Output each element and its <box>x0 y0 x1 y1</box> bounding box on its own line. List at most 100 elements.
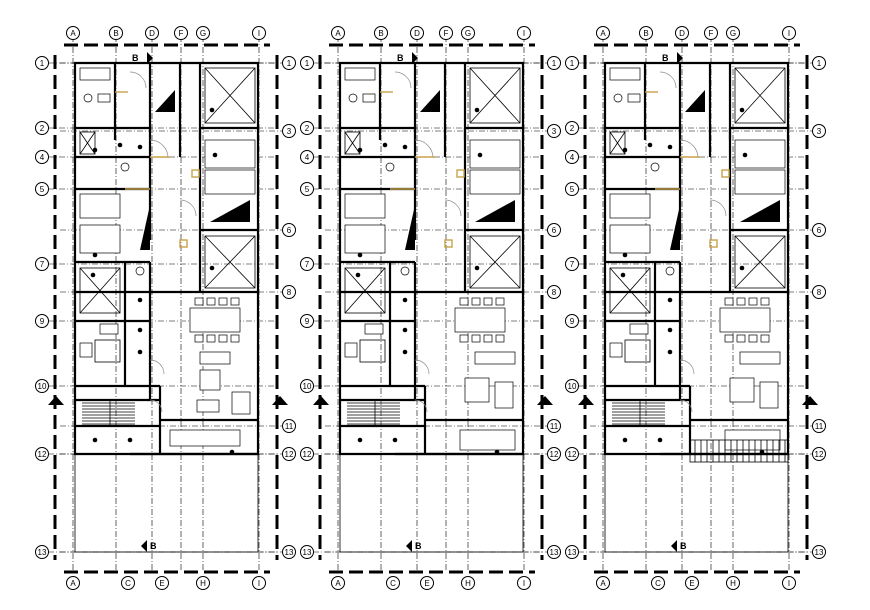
grid-bubble-left-circle <box>300 379 314 393</box>
kitchen-counter <box>94 339 121 363</box>
grid-bubble-top-circle <box>461 26 475 40</box>
grid-bubble-left-label: 10 <box>38 382 47 391</box>
grid-bubble-left: 13 <box>300 545 314 559</box>
grid-bubble-top: A <box>66 26 80 40</box>
grid-bubble-left-label: 1 <box>570 59 575 68</box>
grid-bubble-right-circle <box>282 124 296 138</box>
grid-bubble-left: 5 <box>300 182 314 196</box>
grid-bubble-right-label: 12 <box>550 450 559 459</box>
dining-chair <box>218 334 228 343</box>
grid-bubble-right: 1 <box>547 56 561 70</box>
shaft <box>79 267 121 314</box>
frame-horizontal <box>64 43 270 574</box>
grid-bubble-right: 12 <box>282 447 296 461</box>
fixture-dot <box>92 437 98 443</box>
door-swing <box>414 399 428 413</box>
grid-bubble-top: F <box>704 26 718 40</box>
grid-bubble-top: G <box>461 26 475 40</box>
bed-shadow <box>405 205 415 250</box>
grid-bubble-right-label: 11 <box>285 422 294 431</box>
grid-bubble-top: B <box>639 26 653 40</box>
grid-bubble-right: 11 <box>282 419 296 433</box>
grid-bubble-left: 10 <box>300 379 314 393</box>
balcony-railing <box>689 439 789 463</box>
fixture-dot <box>474 265 480 271</box>
grid-bubble-bottom-circle <box>651 576 665 590</box>
grid-bubble-left-circle <box>300 257 314 271</box>
section-mark-label: B <box>150 541 157 551</box>
dining-table <box>189 307 241 333</box>
section-arrow <box>147 52 153 64</box>
fixture-dot <box>647 142 653 148</box>
shaft-cross <box>344 267 386 314</box>
grid-bubble-left-circle <box>565 121 579 135</box>
grid-bubble-top-label: A <box>70 29 76 38</box>
grid-bubble-right-circle <box>812 124 826 138</box>
grid-bubble-top: A <box>331 26 345 40</box>
door-swing <box>149 399 163 413</box>
grid-bubble-left: 10 <box>565 379 579 393</box>
grid-bubble-right-label: 12 <box>285 450 294 459</box>
fixture-dot <box>209 107 215 113</box>
grid-bubble-right-circle <box>547 545 561 559</box>
toilet <box>665 266 675 276</box>
grid-bubble-right-circle <box>282 56 296 70</box>
section-arrow <box>406 540 412 552</box>
grid-bubble-top-circle <box>66 26 80 40</box>
dining-table <box>454 307 506 333</box>
grid-bubble-left-circle <box>300 182 314 196</box>
door-swing <box>414 139 434 159</box>
grid-bubble-left: 13 <box>35 545 49 559</box>
grid-bubble-left: 7 <box>565 257 579 271</box>
grid-bubble-bottom-label: E <box>689 579 694 588</box>
elevation-arrow-left <box>313 396 329 405</box>
toilet <box>613 93 623 103</box>
grid-bubble-right-label: 6 <box>817 226 822 235</box>
grid-bubble-right: 1 <box>812 56 826 70</box>
dining-chair <box>724 297 734 306</box>
grid-bubble-right-label: 6 <box>552 226 557 235</box>
shaft-cross <box>734 235 786 289</box>
grid-bubble-right-circle <box>547 56 561 70</box>
section-mark-label: B <box>415 541 422 551</box>
grid-bubble-left: 12 <box>35 447 49 461</box>
bed <box>344 193 386 219</box>
grid-bubble-left: 7 <box>35 257 49 271</box>
grid-bubble-left-label: 7 <box>305 260 310 269</box>
grid-bubble-right: 12 <box>812 447 826 461</box>
grid-bubble-left-label: 4 <box>40 153 45 162</box>
fixture-dot <box>392 437 398 443</box>
bed <box>609 193 651 219</box>
shaft-cross <box>469 235 521 289</box>
grid-bubble-left-label: 1 <box>40 59 45 68</box>
shaft <box>609 267 651 314</box>
grid-bubble-top: D <box>145 26 159 40</box>
section-marker-top: B <box>132 52 153 64</box>
grid-bubble-bottom-circle <box>420 576 434 590</box>
dining-chair <box>748 297 758 306</box>
fixture-dot <box>357 147 363 153</box>
grid-bubble-left-label: 13 <box>568 548 577 557</box>
grid-bubble-right-circle <box>282 419 296 433</box>
section-marker-top: B <box>662 52 683 64</box>
grid-bubble-bottom-label: A <box>335 579 341 588</box>
elevation-arrow-right <box>537 396 553 405</box>
grid-bubble-bottom: H <box>726 576 740 590</box>
toilet <box>120 162 130 172</box>
grid-bubble-right-circle <box>547 419 561 433</box>
grid-bubble-right-circle <box>812 545 826 559</box>
shaft-cross <box>79 131 96 155</box>
grid-bubble-bottom: H <box>196 576 210 590</box>
fixture-dot <box>622 437 628 443</box>
shaft <box>734 67 786 124</box>
sofa <box>169 429 241 447</box>
grid-bubble-left: 2 <box>300 121 314 135</box>
stove <box>79 342 93 358</box>
grid-bubble-top-label: B <box>378 29 383 38</box>
grid-bubble-left-label: 5 <box>40 185 45 194</box>
dining-chair <box>471 297 481 306</box>
door-swing <box>149 359 165 375</box>
bed <box>344 224 386 254</box>
fixture-dot <box>402 144 408 150</box>
